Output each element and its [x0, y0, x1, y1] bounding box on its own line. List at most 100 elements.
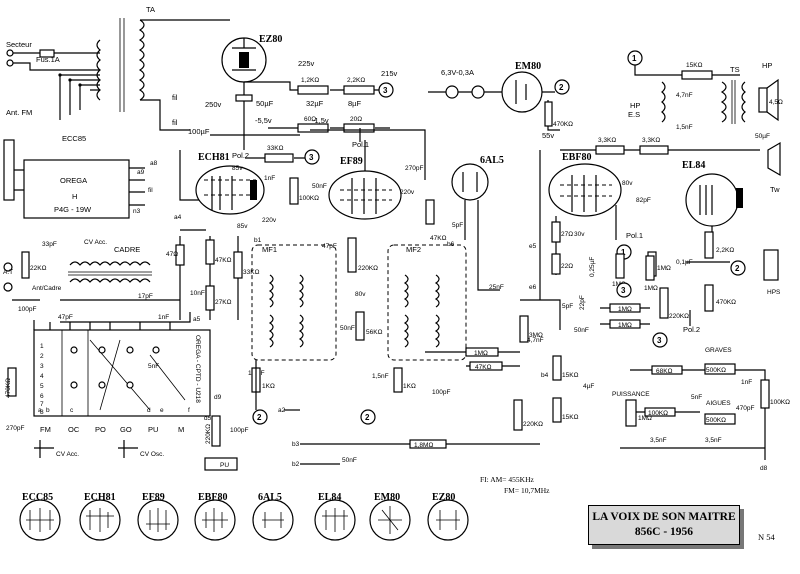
band-fm: FM	[40, 425, 51, 434]
legend-label: EF89	[142, 492, 165, 503]
r1m-det-label: 1MΩ	[474, 350, 488, 357]
resistor-470k-sw	[7, 367, 17, 397]
r220k2-label: 220KΩ	[669, 313, 689, 320]
c15n-label: 1,5nF	[676, 124, 693, 131]
r1mc-label: 1MΩ	[618, 322, 632, 329]
resistor-2k2	[343, 85, 375, 95]
resistor-20	[343, 123, 375, 133]
r15k-det-label: 15KΩ	[562, 372, 579, 379]
orega-fm-tuner	[23, 159, 130, 219]
h-label: H	[72, 192, 77, 201]
fil-fe-label: fil	[148, 187, 153, 194]
c100p-pu-label: 100pF	[230, 427, 248, 434]
switch-contact-c: c	[70, 407, 74, 414]
band-go: GO	[120, 425, 132, 434]
resistor-22k	[21, 251, 30, 279]
r33b-label: 3,3KΩ	[642, 137, 660, 144]
mf1-label: MF1	[262, 245, 277, 254]
antfm-label: Ant. FM	[6, 108, 32, 117]
v220-mix-label: 220v	[262, 217, 277, 224]
c35b-label: 3,5nF	[705, 437, 722, 444]
v215-label: 215v	[381, 69, 398, 78]
r22k-out-label: 2,2KΩ	[716, 247, 734, 254]
c17-label: 17pF	[138, 293, 153, 300]
fil-label: fil	[172, 118, 178, 127]
b1-label: b1	[254, 237, 262, 244]
es-label: E.S	[628, 110, 640, 119]
c25n-label: 25nF	[489, 284, 504, 291]
r15k-label: 15KΩ	[686, 62, 703, 69]
legend-label: EL84	[318, 492, 341, 503]
r470k-label: 470KΩ	[553, 121, 573, 128]
v85-label: 85v	[232, 165, 243, 172]
puissance-label: PUISSANCE	[612, 391, 650, 398]
b4-label: b4	[541, 372, 549, 379]
r100k-tone-label: 100KΩ	[770, 399, 790, 406]
c100p-det-label: 100pF	[432, 389, 450, 396]
ta-label: TA	[146, 5, 155, 14]
r47k-det-label: 47KΩ	[475, 364, 492, 371]
loudspeaker	[758, 87, 768, 113]
v225-label: 225v	[298, 59, 315, 68]
pilot-lamp	[445, 85, 459, 99]
if-am: FI: AM= 455KHz	[480, 475, 534, 484]
cvosc-label: CV Osc.	[140, 451, 164, 458]
r47-label: 47Ω	[166, 251, 178, 258]
c5p-if-label: 5pF	[452, 222, 463, 229]
fm-antenna	[3, 139, 15, 201]
c5n-sw-label: 5nF	[148, 363, 159, 370]
d9-label: d9	[214, 394, 222, 401]
c470-label: 470pF	[736, 405, 754, 412]
cvacc-fe-label: CV Acc.	[84, 239, 107, 246]
r45-label: 4,5Ω	[769, 99, 783, 106]
node-3-text: 3	[383, 86, 388, 95]
e5-label: e5	[529, 243, 537, 250]
resistor-1m-b	[609, 303, 641, 313]
c15n-if-label: 1,5nF	[372, 373, 389, 380]
c01-label: 0,1µF	[676, 259, 693, 266]
resistor-3k3	[595, 145, 625, 155]
switch-contact-e: e	[160, 407, 164, 414]
v55b-label: 55v	[542, 131, 554, 140]
c1n-mix-label: 1nF	[264, 175, 275, 182]
r1m-tone-label: 1MΩ	[638, 415, 652, 422]
output-stage: 1 15KΩ TS HP 4,5Ω HP E.S 4,7nF 1,5nF 50µ…	[560, 50, 783, 334]
resistor-56k	[355, 311, 365, 341]
c50n-det-label: 50nF	[574, 327, 589, 334]
em80-label: EM80	[515, 61, 541, 72]
band-oc: OC	[68, 425, 80, 434]
legend-label: 6AL5	[258, 492, 282, 503]
c35a-label: 3,5nF	[650, 437, 667, 444]
hps-jack	[763, 249, 779, 281]
c82p-label: 82pF	[636, 197, 651, 204]
resistor-220k-pu	[211, 415, 221, 447]
if-fm: FM= 10,7MHz	[504, 486, 550, 495]
switch-block	[33, 329, 211, 417]
pol1-det-label: Pol.1	[626, 231, 643, 240]
mf2-can	[387, 244, 467, 361]
r220k-det-label: 220KΩ	[523, 421, 543, 428]
hps-label: HPS	[767, 289, 781, 296]
b3-label: b3	[292, 441, 300, 448]
ecc85-label: ECC85	[62, 134, 86, 143]
hp-label: HP	[762, 61, 772, 70]
node-2-text-b: 2	[735, 264, 740, 273]
resistor-47	[175, 244, 185, 266]
node-2	[730, 260, 746, 276]
v55-label: -5,5v	[255, 116, 272, 125]
r27-label: 27Ω	[561, 231, 573, 238]
node-3-text-d: 3	[657, 336, 662, 345]
c50n-if-label: 50nF	[340, 325, 355, 332]
resistor-470k	[704, 284, 714, 312]
ts-label: TS	[730, 65, 740, 74]
r27k-label: 27KΩ	[215, 299, 232, 306]
pol2-out-label: Pol.2	[683, 325, 700, 334]
b6-label: b6	[447, 241, 455, 248]
plate-number: N 54	[758, 532, 775, 542]
pickup-socket	[204, 457, 238, 471]
node-2	[360, 409, 376, 425]
c270-label: 270pF	[405, 165, 423, 172]
v80-det-label: 80v	[622, 180, 633, 187]
band-po: PO	[95, 425, 106, 434]
